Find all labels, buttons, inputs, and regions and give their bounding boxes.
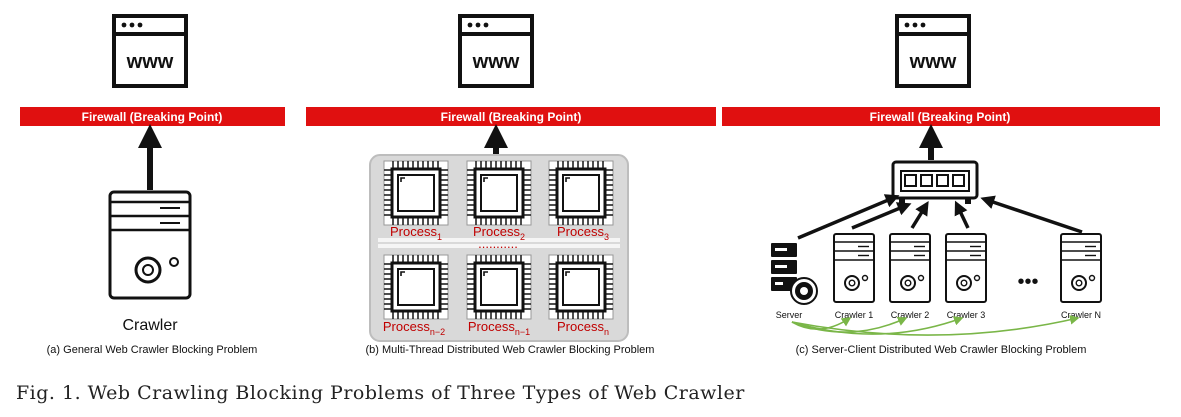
figure-caption: Fig. 1. Web Crawling Blocking Problems o… [16, 382, 745, 404]
website-label-a: www [126, 51, 174, 73]
website-window-b: www [458, 14, 534, 88]
arrow-server-switch [797, 194, 900, 240]
crawler-tower-1 [833, 233, 875, 303]
server-icon [771, 243, 818, 305]
server-label: Server [776, 310, 803, 320]
firewall-bar-c: Firewall (Breaking Point) [722, 107, 1160, 126]
cpu-chip [547, 159, 615, 227]
process-label: Process1 [390, 224, 442, 242]
cpu-chip [382, 159, 450, 227]
crawler-label-3: Crawler 3 [947, 310, 986, 320]
cpu-chip [465, 159, 533, 227]
arrow-crawlerN-switch [980, 195, 1083, 234]
firewall-bar-b: Firewall (Breaking Point) [306, 107, 716, 126]
website-window-a: www [112, 14, 188, 88]
website-window-c: www [895, 14, 971, 88]
caption-b: (b) Multi-Thread Distributed Web Crawler… [366, 344, 655, 356]
firewall-label-b: Firewall (Breaking Point) [441, 110, 582, 124]
process-label: Process3 [557, 224, 609, 242]
process-ellipsis: ........... [478, 236, 518, 251]
process-label: Processn−2 [383, 319, 445, 337]
crawler-label-1: Crawler 1 [835, 310, 874, 320]
website-label-c: www [909, 51, 957, 73]
network-switch-icon [891, 160, 979, 204]
firewall-label-a: Firewall (Breaking Point) [82, 110, 223, 124]
dispatch-arrow-n [791, 315, 1080, 336]
crawler-tower-a [108, 190, 192, 300]
panel-c: www Firewall (Breaking Point) [722, 14, 1160, 356]
caption-a: (a) General Web Crawler Blocking Problem [47, 344, 258, 356]
cpu-chip [547, 253, 615, 321]
firewall-bar-a: Firewall (Breaking Point) [20, 107, 285, 126]
panel-b: www Firewall (Breaking Point) Process1 P… [306, 14, 716, 356]
arrow-crawler3-switch [954, 200, 970, 229]
website-label-b: www [472, 51, 520, 73]
process-label: Processn [557, 319, 609, 337]
firewall-label-c: Firewall (Breaking Point) [870, 110, 1011, 124]
arrow-crawler2-switch [910, 201, 929, 229]
more-crawlers-dots: ••• [1017, 271, 1038, 293]
process-label: Process2 [473, 224, 525, 242]
process-label: Processn−1 [468, 319, 530, 337]
panel-a: www Firewall (Breaking Point) Crawler (a… [20, 14, 285, 356]
crawler-tower-3 [945, 233, 987, 303]
crawler-tower-n [1060, 233, 1102, 303]
crawler-label-n: Crawler N [1061, 310, 1101, 320]
crawler-label-a: Crawler [122, 317, 178, 334]
crawler-label-2: Crawler 2 [891, 310, 930, 320]
arrow-crawler1-switch [851, 202, 912, 230]
cpu-chip [382, 253, 450, 321]
crawler-tower-2 [889, 233, 931, 303]
caption-c: (c) Server-Client Distributed Web Crawle… [796, 344, 1087, 356]
cpu-chip [465, 253, 533, 321]
